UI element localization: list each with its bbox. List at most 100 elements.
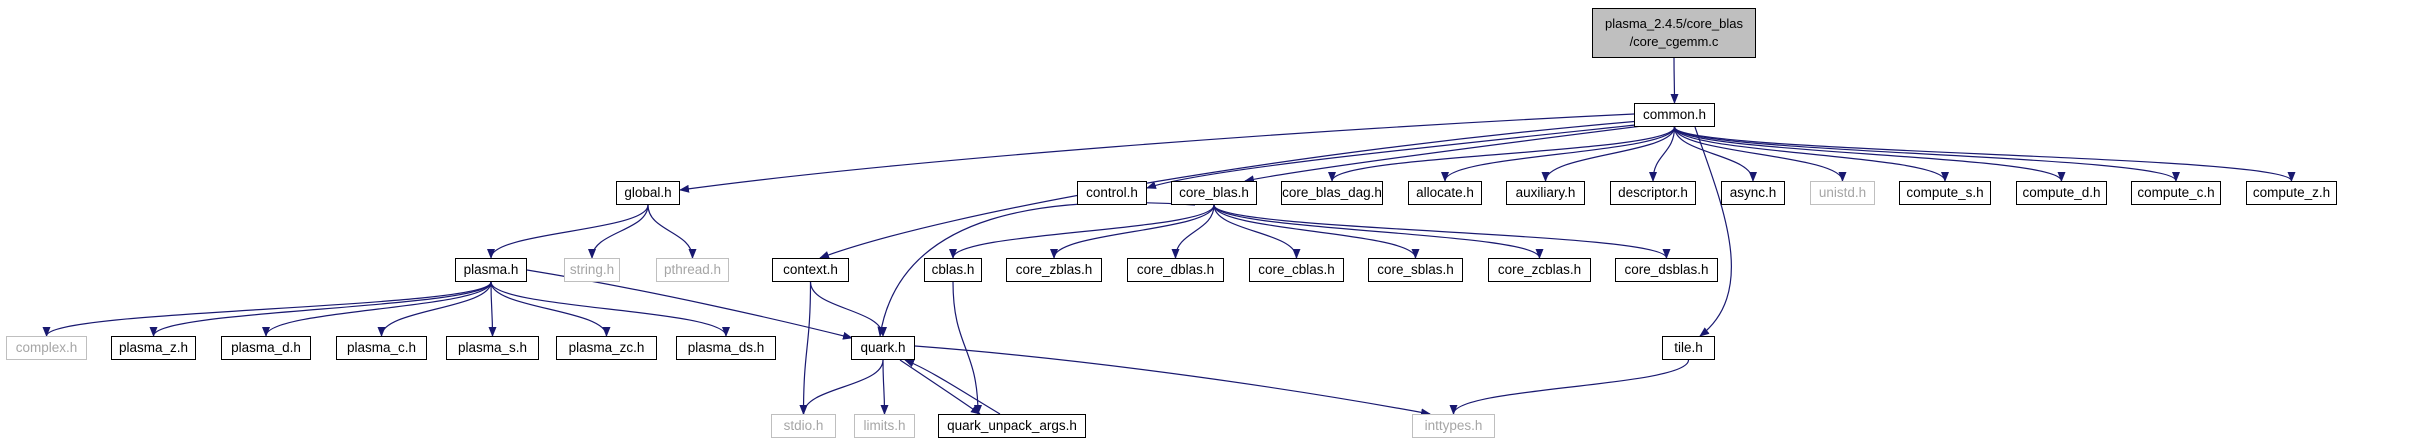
node-quark-unpack-args[interactable]: quark_unpack_args.h xyxy=(938,414,1086,438)
node-label: global.h xyxy=(624,185,672,200)
node-quark[interactable]: quark.h xyxy=(851,336,915,360)
edge-core-blas-to-core-dblas xyxy=(1171,204,1215,259)
node-label: context.h xyxy=(783,262,838,277)
edge-plasma-to-plasma-z xyxy=(149,281,492,337)
node-label: core_zblas.h xyxy=(1015,262,1093,277)
node-plasma-c[interactable]: plasma_c.h xyxy=(336,336,427,360)
node-plasma-z[interactable]: plasma_z.h xyxy=(111,336,196,360)
edge-common-to-tile xyxy=(1694,126,1732,337)
edge-common-to-core-blas-dag xyxy=(1328,126,1676,182)
node-label: async.h xyxy=(1729,185,1777,200)
edge-common-to-context xyxy=(819,120,1641,259)
node-core-blas-dag[interactable]: core_blas_dag.h xyxy=(1281,181,1383,205)
edge-root-to-common xyxy=(1670,57,1679,104)
node-label: stdio.h xyxy=(783,418,824,433)
edge-quark-to-quark-unpack-args xyxy=(899,359,981,415)
edge-plasma-to-plasma-s xyxy=(488,281,497,337)
node-label: cblas.h xyxy=(931,262,975,277)
node-label: inttypes.h xyxy=(1424,418,1483,433)
node-limits: limits.h xyxy=(854,414,915,438)
edge-common-to-allocate xyxy=(1441,126,1676,182)
node-label: core_dblas.h xyxy=(1136,262,1215,277)
edge-common-to-control xyxy=(1146,123,1646,189)
node-compute-s[interactable]: compute_s.h xyxy=(1899,181,1991,205)
node-cblas[interactable]: cblas.h xyxy=(924,258,982,282)
node-label: compute_s.h xyxy=(1906,185,1984,200)
edge-cblas-to-stddef xyxy=(952,281,982,415)
node-allocate[interactable]: allocate.h xyxy=(1408,181,1482,205)
edge-core-blas-to-core-cblas xyxy=(1213,204,1301,259)
edge-plasma-to-plasma-c xyxy=(377,281,492,337)
node-label: plasma_zc.h xyxy=(568,340,645,355)
node-plasma-s[interactable]: plasma_s.h xyxy=(446,336,539,360)
node-context[interactable]: context.h xyxy=(772,258,849,282)
node-label: quark_unpack_args.h xyxy=(947,418,1077,433)
node-common[interactable]: common.h xyxy=(1634,103,1715,127)
edge-common-to-descriptor xyxy=(1649,126,1676,182)
node-string: string.h xyxy=(564,258,620,282)
node-plasma[interactable]: plasma.h xyxy=(455,258,527,282)
node-plasma-zc[interactable]: plasma_zc.h xyxy=(556,336,657,360)
node-core-dblas[interactable]: core_dblas.h xyxy=(1127,258,1224,282)
node-core-sblas[interactable]: core_sblas.h xyxy=(1368,258,1463,282)
node-label: core_cblas.h xyxy=(1258,262,1335,277)
edge-core-blas-to-core-dsblas xyxy=(1213,204,1671,259)
edge-common-to-global xyxy=(679,113,1635,193)
node-label: core_blas.h xyxy=(1179,185,1249,200)
edge-tile-to-inttypes xyxy=(1449,359,1690,415)
node-plasma-d[interactable]: plasma_d.h xyxy=(221,336,311,360)
node-core-zblas[interactable]: core_zblas.h xyxy=(1006,258,1102,282)
node-label: plasma.h xyxy=(463,262,519,277)
edge-common-to-compute-z xyxy=(1673,126,2296,182)
edge-common-to-compute-d xyxy=(1673,126,2066,182)
node-label: complex.h xyxy=(15,340,78,355)
edge-common-to-compute-c xyxy=(1673,126,2180,182)
edge-global-to-string xyxy=(588,204,649,259)
node-tile[interactable]: tile.h xyxy=(1662,336,1715,360)
node-label: plasma_d.h xyxy=(231,340,301,355)
node-root: plasma_2.4.5/core_blas/core_cgemm.c xyxy=(1592,8,1756,58)
edge-common-to-auxiliary xyxy=(1541,126,1676,182)
node-label: plasma_z.h xyxy=(118,340,189,355)
node-label: core_zcblas.h xyxy=(1497,262,1582,277)
dependency-edges xyxy=(42,57,2296,417)
node-compute-c[interactable]: compute_c.h xyxy=(2131,181,2221,205)
node-compute-d[interactable]: compute_d.h xyxy=(2016,181,2107,205)
node-auxiliary[interactable]: auxiliary.h xyxy=(1506,181,1585,205)
node-core-blas[interactable]: core_blas.h xyxy=(1171,181,1257,205)
node-unistd: unistd.h xyxy=(1810,181,1875,205)
node-label: plasma_ds.h xyxy=(687,340,765,355)
node-descriptor[interactable]: descriptor.h xyxy=(1610,181,1696,205)
node-label: pthread.h xyxy=(663,262,722,277)
edge-core-blas-to-core-zcblas xyxy=(1213,204,1544,259)
node-label: unistd.h xyxy=(1818,185,1867,200)
edge-plasma-to-plasma-ds xyxy=(490,281,730,337)
node-label: core_sblas.h xyxy=(1377,262,1454,277)
node-label: plasma_c.h xyxy=(346,340,417,355)
edge-quark-to-stdio xyxy=(799,359,884,415)
node-label: core_dsblas.h xyxy=(1624,262,1709,277)
node-label: quark.h xyxy=(860,340,906,355)
edge-common-to-core-blas xyxy=(1244,124,1651,184)
node-core-zcblas[interactable]: core_zcblas.h xyxy=(1488,258,1591,282)
edge-plasma-to-plasma-zc xyxy=(490,281,611,337)
node-label: limits.h xyxy=(863,418,906,433)
node-label: allocate.h xyxy=(1416,185,1474,200)
node-inttypes: inttypes.h xyxy=(1412,414,1495,438)
node-global[interactable]: global.h xyxy=(616,181,680,205)
node-label: compute_z.h xyxy=(2252,185,2331,200)
node-core-cblas[interactable]: core_cblas.h xyxy=(1249,258,1344,282)
node-core-dsblas[interactable]: core_dsblas.h xyxy=(1615,258,1718,282)
edge-quark-to-inttypes xyxy=(914,345,1431,417)
edge-core-blas-to-cblas xyxy=(949,204,1215,259)
node-compute-z[interactable]: compute_z.h xyxy=(2246,181,2337,205)
node-plasma-ds[interactable]: plasma_ds.h xyxy=(676,336,776,360)
node-label: compute_d.h xyxy=(2022,185,2101,200)
node-control[interactable]: control.h xyxy=(1077,181,1147,205)
node-async[interactable]: async.h xyxy=(1721,181,1785,205)
node-label: plasma_s.h xyxy=(457,340,528,355)
edge-quark-unpack-args-to-quark xyxy=(904,359,1001,415)
node-label: tile.h xyxy=(1674,340,1703,355)
node-label-line2: /core_cgemm.c xyxy=(1629,34,1719,49)
